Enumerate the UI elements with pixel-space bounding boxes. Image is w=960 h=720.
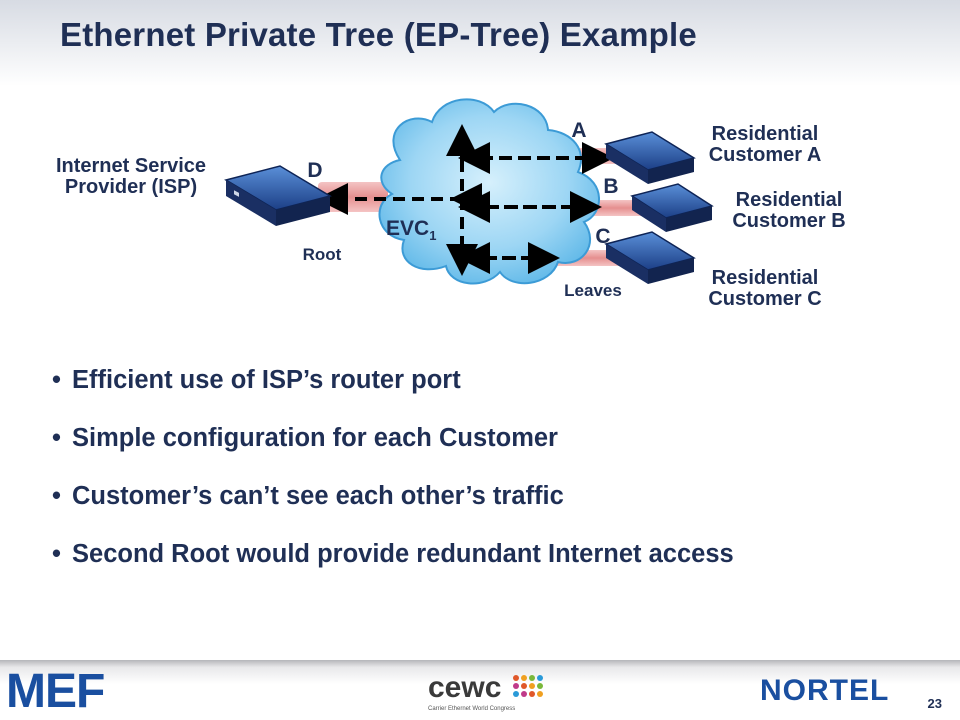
- isp-switch-icon: [224, 165, 332, 226]
- cewc-tagline: Carrier Ethernet World Congress: [428, 706, 516, 712]
- customer-b-label: Residential Customer B: [732, 189, 846, 232]
- customer-c-switch-icon: [604, 231, 696, 284]
- title-bar: Ethernet Private Tree (EP-Tree) Example: [0, 0, 960, 78]
- bullet-item: •Customer’s can’t see each other’s traff…: [52, 482, 564, 510]
- root-port-label: D: [307, 159, 323, 182]
- evc-paths: [316, 124, 614, 276]
- isp-label: Internet Service Provider (ISP): [55, 155, 207, 198]
- evc-subscript: 1: [429, 228, 437, 244]
- bullet-list: •Efficient use of ISP’s router port •Sim…: [52, 360, 734, 592]
- leaf-port-c: C: [595, 225, 611, 248]
- customer-a-label: Residential Customer A: [708, 123, 822, 166]
- ep-tree-diagram: [224, 98, 714, 285]
- footer: MEF cewc Carrier Ethernet World Congress…: [0, 660, 960, 720]
- leaf-port-a: A: [571, 119, 587, 142]
- nortel-logo: NORTEL: [760, 674, 890, 707]
- evc-label: EVC1: [386, 217, 466, 244]
- customer-b-switch-icon: [630, 183, 714, 232]
- mef-logo: MEF: [6, 665, 105, 718]
- bullet-item: •Efficient use of ISP’s router port: [52, 366, 461, 394]
- cewc-dots-icon: [513, 675, 543, 697]
- root-label: Root: [302, 245, 342, 264]
- bullet-item: •Second Root would provide redundant Int…: [52, 540, 734, 568]
- leaves-label: Leaves: [564, 281, 622, 300]
- customer-a-switch-icon: [604, 131, 696, 184]
- bullet-item: •Simple configuration for each Customer: [52, 424, 558, 452]
- customer-c-label: Residential Customer C: [708, 267, 822, 310]
- cewc-logo-text: cewc: [428, 671, 502, 704]
- leaf-port-b: B: [603, 175, 619, 198]
- page-number: 23: [927, 696, 942, 711]
- page-title: Ethernet Private Tree (EP-Tree) Example: [60, 16, 697, 53]
- cewc-logo: cewc Carrier Ethernet World Congress: [428, 672, 588, 716]
- evc-name: EVC: [386, 217, 430, 240]
